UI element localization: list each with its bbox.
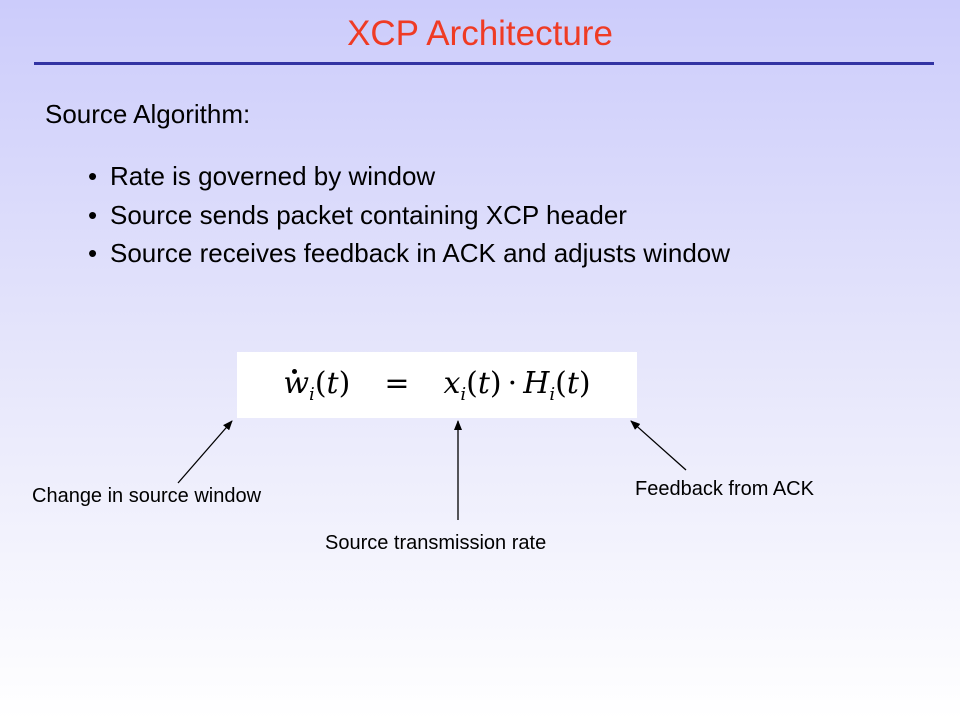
bullet-list: • Rate is governed by window • Source send… xyxy=(88,157,730,273)
bullet-item: • Source receives feedback in ACK and adj… xyxy=(88,234,730,273)
equation-box: wi(t) = xi(t)·Hi(t) xyxy=(237,352,637,418)
bullet-dot: • xyxy=(88,199,98,230)
bullet-text: Source receives feedback in ACK and adju… xyxy=(110,238,731,268)
bullet-item: • Source sends packet containing XCP head… xyxy=(88,196,730,235)
label-feedback: Feedback from ACK xyxy=(635,478,814,500)
equation-window-derivative: wi(t) xyxy=(283,365,351,405)
section-heading: Source Algorithm: xyxy=(45,99,251,129)
bullet-text: Source sends packet containing XCP heade… xyxy=(110,199,627,230)
equation-rate: xi(t) xyxy=(443,365,502,405)
arrow-to-window-derivative xyxy=(177,420,233,484)
bullet-text: Rate is governed by window xyxy=(110,161,436,191)
bullet-dot: • xyxy=(88,238,98,268)
bullet-item: • Rate is governed by window xyxy=(88,157,730,196)
equation-feedback: Hi(t) xyxy=(523,365,591,405)
window-update-equation: wi(t) = xi(t)·Hi(t) xyxy=(283,366,590,405)
title-underline xyxy=(34,62,934,65)
equation-equals: = xyxy=(384,365,410,401)
bullet-dot: • xyxy=(88,161,98,191)
slide-title: XCP Architecture xyxy=(347,14,613,53)
arrow-to-feedback xyxy=(630,420,687,471)
label-change-window: Change in source window xyxy=(32,485,262,507)
equation-multiply: · xyxy=(507,365,518,401)
label-transmission-rate: Source transmission rate xyxy=(325,532,547,554)
